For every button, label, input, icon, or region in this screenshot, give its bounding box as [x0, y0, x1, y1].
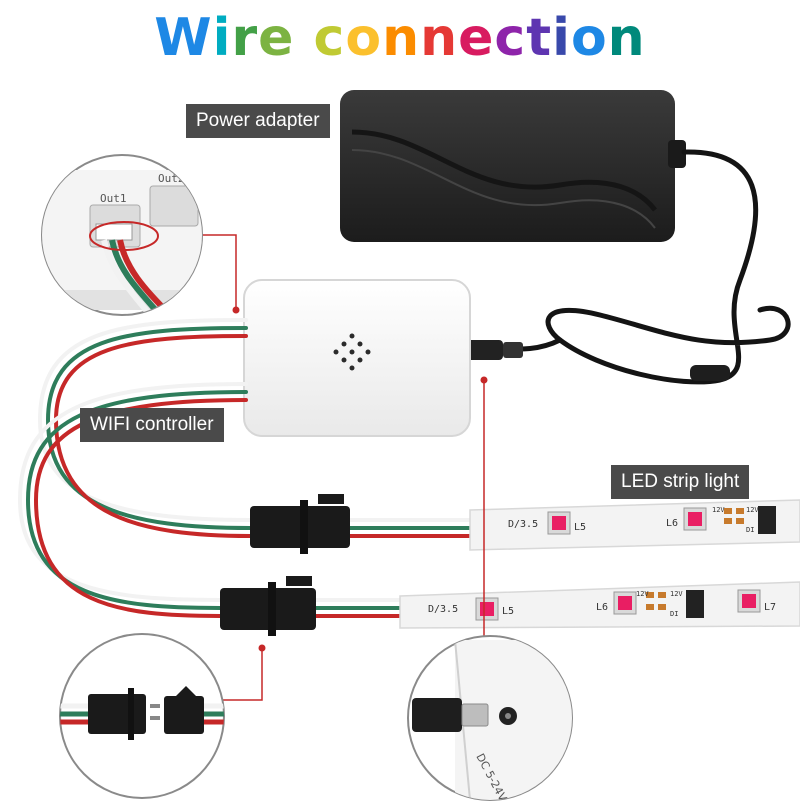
pointer-dots — [232, 306, 488, 652]
pointer-out-port — [190, 234, 237, 310]
upper-strip-l5: L5 — [574, 522, 586, 533]
title-letter: t — [526, 8, 553, 68]
detail-dc-jack: DC 5-24V — [407, 635, 573, 801]
pointer-connector — [220, 648, 263, 701]
out2-label: Out2 — [158, 172, 185, 185]
lower-strip-pad-text: D/3.5 — [428, 604, 458, 615]
upper-strip-12v-a: 12V — [712, 506, 725, 514]
dc-plug — [467, 340, 523, 360]
title-letter: i — [552, 8, 571, 68]
detail-connector-pair — [59, 633, 225, 799]
upper-strip-l6: L6 — [666, 518, 678, 529]
title-letter: c — [494, 8, 527, 68]
detail-output-port: Out1 Out2 — [41, 154, 203, 316]
led-strip-lower — [399, 581, 800, 629]
led-strip-label: LED strip light — [611, 465, 750, 499]
power-adapter — [340, 90, 686, 242]
wifi-controller — [243, 279, 471, 437]
controller-vent-dots — [333, 333, 371, 371]
title-letter: o — [570, 8, 608, 68]
title-letter: o — [345, 8, 383, 68]
lower-strip-di: DI — [670, 610, 678, 618]
title-letter: i — [212, 8, 232, 68]
title-letter: e — [458, 8, 495, 68]
lower-strip-12v-b: 12V — [670, 590, 683, 598]
wifi-controller-label: WIFI controller — [80, 408, 224, 442]
lower-strip-l5: L5 — [502, 606, 514, 617]
title-letter: n — [420, 8, 459, 68]
title-letter: c — [313, 8, 346, 68]
title-letter: n — [607, 8, 646, 68]
title-letter: n — [382, 8, 421, 68]
out1-label: Out1 — [100, 192, 127, 205]
pointer-lines — [190, 234, 485, 701]
upper-strip-12v-b: 12V — [746, 506, 759, 514]
lower-strip-l6: L6 — [596, 602, 608, 613]
title-letter: W — [154, 8, 213, 68]
upper-strip-pad-text: D/3.5 — [508, 519, 538, 530]
power-adapter-label: Power adapter — [186, 104, 330, 138]
lower-strip-12v-a: 12V — [636, 590, 649, 598]
upper-strip-di: DI — [746, 526, 754, 534]
strip-printed-text: D/3.5 L5 L6 12V 12V DI D/3.5 L5 L6 12V 1… — [428, 506, 776, 618]
led-strip-upper — [469, 499, 800, 551]
connector-upper — [250, 494, 350, 554]
connector-lower — [220, 576, 316, 636]
lower-strip-l7: L7 — [764, 602, 776, 613]
wires-upper — [37, 318, 472, 538]
title-letter: r — [231, 8, 259, 68]
diagram-title: Wire connection — [0, 6, 800, 70]
title-letter: e — [258, 8, 295, 68]
